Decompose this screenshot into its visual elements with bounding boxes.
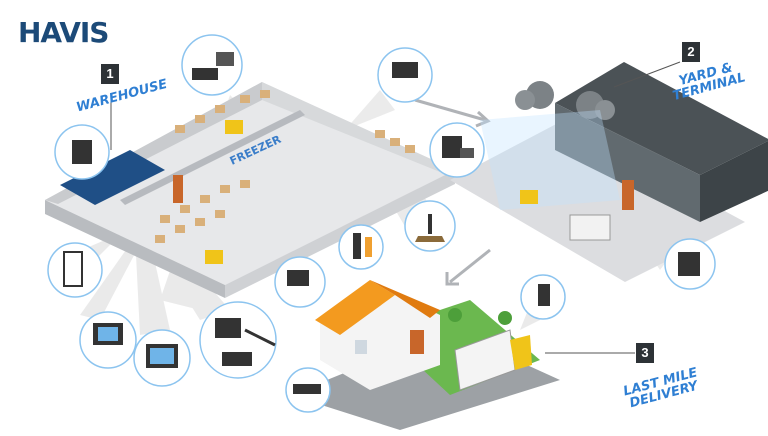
zone-3-badge: 3: [636, 343, 654, 363]
printer-circle[interactable]: [285, 367, 331, 413]
yard-terminal: [450, 62, 768, 282]
connector-lines: [110, 61, 681, 354]
havis-logo[interactable]: HAVIS: [18, 16, 109, 49]
small-mount-circle[interactable]: [274, 256, 326, 308]
warehouse: [45, 82, 455, 298]
scanner-stand-circle[interactable]: [404, 200, 456, 252]
zone-1-badge: 1: [101, 64, 119, 84]
cart-circle[interactable]: [47, 242, 103, 298]
tablet-holder-circle[interactable]: [54, 124, 110, 180]
smartphone-mount-circle[interactable]: [520, 274, 566, 320]
mount-keyboard-circle[interactable]: [199, 301, 277, 379]
fingerprint-reader-circle[interactable]: [664, 238, 716, 290]
handheld-scanner-circle[interactable]: [338, 224, 384, 270]
zone-2-badge: 2: [682, 42, 700, 62]
vehicle-dock-circle[interactable]: [79, 311, 137, 369]
dock-tablet-circle[interactable]: [377, 47, 433, 103]
house-delivery: [290, 280, 560, 430]
tablet-circle[interactable]: [133, 329, 191, 387]
flow-arrows: [414, 98, 491, 286]
rugged-tablet-circle[interactable]: [429, 122, 485, 178]
keyboard-terminal-circle[interactable]: [181, 34, 243, 96]
